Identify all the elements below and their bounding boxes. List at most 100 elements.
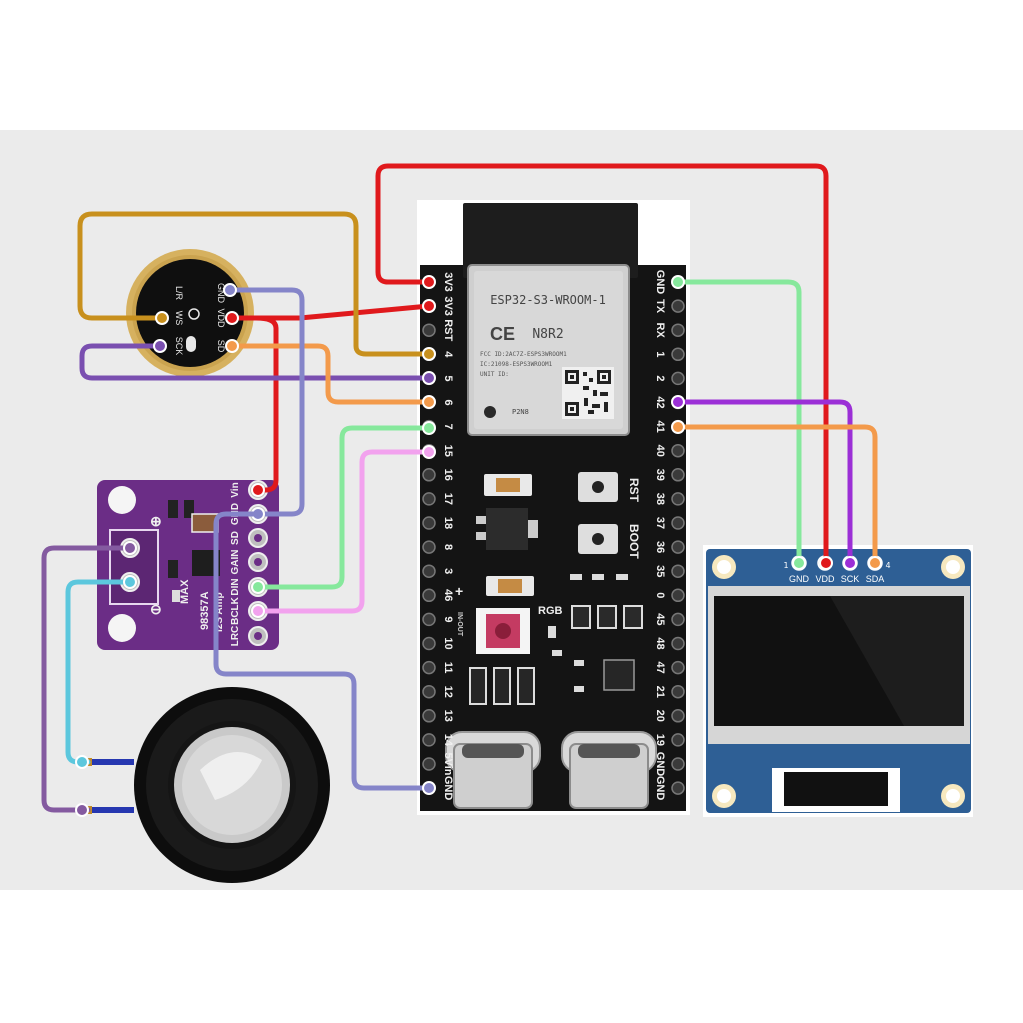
esp32-right-pin (671, 323, 685, 337)
esp32-right-pin-label: 37 (654, 517, 666, 529)
oled-pin-label: SCK (841, 574, 860, 584)
esp32-left-pin-label: 5 (442, 375, 454, 381)
amp-name-2: 98357A (199, 591, 211, 630)
wire-oled-sda (675, 424, 878, 566)
esp32-left-pin-label: 16 (442, 469, 454, 481)
amp-plus: ⊕ (150, 513, 162, 529)
esp32-right-pin (671, 588, 685, 603)
amp-name-1: MAX (179, 579, 191, 604)
esp32-pin-headers: 3V33V3RST4567151617188346910111213145Vin… (422, 270, 685, 801)
esp32-left-pin-label: 12 (442, 686, 454, 698)
esp32-right-pin (671, 612, 685, 627)
esp32-left-pin-label: 7 (442, 424, 454, 430)
wire-speaker-plus-end (75, 803, 89, 817)
smd-parts (469, 574, 643, 705)
mic-icon (186, 336, 196, 352)
esp32-left-pin-label: 46 (442, 589, 454, 601)
esp32-right-pin (671, 660, 685, 675)
amp-pin-label: LRC (230, 626, 241, 647)
speaker-lead-2 (88, 807, 134, 813)
esp32-right-pin-label: 36 (654, 541, 666, 553)
esp32-board: ESP32-S3-WROOM-1 CE N8R2 FCC ID:2AC7Z-ES… (417, 200, 690, 815)
wire-oled-vdd-end (819, 556, 833, 570)
plus-label: + (455, 583, 463, 599)
esp32-right-pin-label: GND (654, 752, 666, 777)
ic-id: IC:21098-ESPS3WROOM1 (480, 361, 553, 368)
esp32-left-pin-label: 10 (442, 637, 454, 649)
mic-pin-label: SCK (174, 337, 184, 356)
esp32-right-pin-label: 2 (654, 375, 666, 381)
fcc-id: FCC ID:2AC7Z-ESPS3WROOM1 (480, 351, 567, 358)
esp32-right-pin-label: 21 (654, 686, 666, 698)
esp32-left-pin (422, 636, 436, 651)
esp32-left-pin-label: 14 (442, 734, 454, 747)
amp-pin-label: SD (230, 531, 241, 545)
amp-pin-label: GAIN (230, 550, 241, 575)
esp32-right-pin (671, 757, 685, 771)
esp32-left-pin (422, 323, 436, 337)
wire-speaker-minus-end (123, 575, 137, 589)
wire-gnd-end (223, 283, 237, 297)
esp32-right-pin (671, 781, 685, 795)
oled-pin-last: 4 (885, 561, 890, 570)
esp32-right-pin (671, 564, 685, 578)
wire-amp-bclk-end (422, 445, 436, 459)
esp32-right-pin-label: 47 (654, 661, 666, 673)
usb-c-port-left (445, 731, 541, 809)
esp32-left-pin-label: 3 (442, 568, 454, 574)
esp32-right-pin (671, 468, 685, 482)
esp32-right-pin-label: 19 (654, 734, 666, 746)
oled-pin-label: VDD (815, 574, 835, 584)
wire-mic-ws-end (155, 311, 169, 325)
wire-oled-vdd (375, 163, 829, 566)
usb-c-port-right (561, 731, 657, 809)
wire-gnd (227, 287, 305, 517)
wire-amp-din-end (422, 421, 436, 435)
ce-mark: CE (490, 324, 515, 344)
antenna (463, 203, 638, 278)
esp32-left-pin-label: RST (442, 319, 454, 341)
esp32-right-pin-label: GND (654, 776, 666, 801)
wire-speaker-plus-end (123, 541, 137, 555)
wire-mic-sck (79, 343, 432, 381)
esp32-left-pin (422, 588, 436, 603)
amp-pin-label: BCLK (230, 596, 241, 625)
wire-oled-gnd-end (792, 556, 806, 570)
esp32-right-pin-label: TX (654, 299, 666, 314)
esp32-right-pin-label: 35 (654, 565, 666, 577)
wire-oled-sck-end (843, 556, 857, 570)
max98357a-amplifier: ⊕ ⊖ MAX 98357A I2S Amp VinGNDSDGAINDINBC… (97, 480, 279, 650)
esp32-left-pin (422, 660, 436, 675)
esp32-right-pin (671, 443, 685, 458)
amp-pin-label: Vin (230, 482, 241, 497)
mic-pin-label: GND (216, 283, 226, 304)
wire-oled-gnd (675, 279, 802, 566)
esp32-right-pin-label: 40 (654, 445, 666, 457)
esp32-right-pin-label: 41 (654, 420, 666, 432)
esp32-left-pin-label: 9 (442, 616, 454, 622)
wire-oled-gnd-end (671, 275, 685, 289)
speaker (82, 687, 330, 883)
wire-mic-vdd-end (422, 299, 436, 313)
esp32-left-pin-label: 17 (442, 493, 454, 505)
wire-amp-bclk-end (251, 604, 265, 618)
esp32-left-pin-label: 11 (442, 662, 454, 674)
module-variant: N8R2 (532, 327, 563, 342)
wire-amp-din (255, 425, 432, 590)
wire-speaker-minus-end (75, 755, 89, 769)
esp32-left-pin-label: 6 (442, 399, 454, 405)
esp32-left-pin (422, 757, 436, 771)
wire-gnd-esp-end (422, 781, 436, 795)
wire-mic-sck-end (422, 371, 436, 385)
esp32-left-pin (422, 612, 436, 627)
esp32-right-pin (671, 636, 685, 651)
esp32-right-pin (671, 516, 685, 530)
wire-mic-vdd-end (225, 311, 239, 325)
esp32-left-pin-label: 3V3 (442, 272, 454, 292)
wire-oled-sda-end (868, 556, 882, 570)
esp32-right-pin (671, 733, 685, 747)
esp32-left-pin-label: 4 (442, 351, 454, 358)
wire-mic-sd-end (422, 395, 436, 409)
